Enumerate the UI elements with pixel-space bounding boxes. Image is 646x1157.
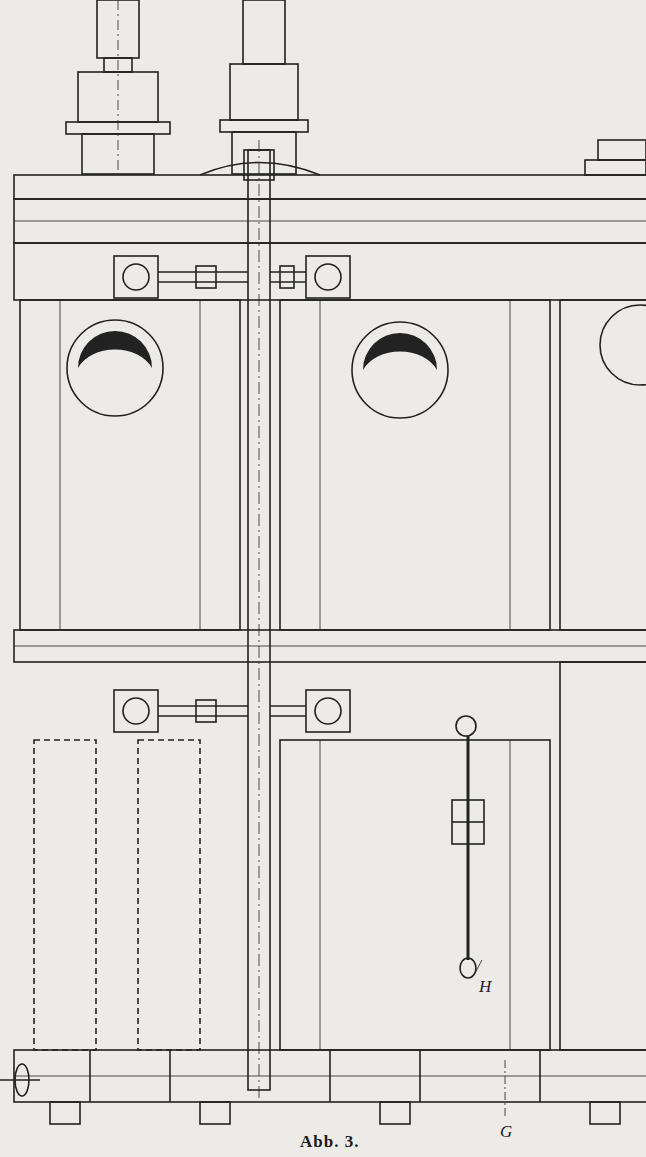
- part-letter: H: [477, 977, 493, 996]
- part-letter: G: [498, 1122, 514, 1141]
- figure-caption: Abb. 3.: [297, 1132, 362, 1151]
